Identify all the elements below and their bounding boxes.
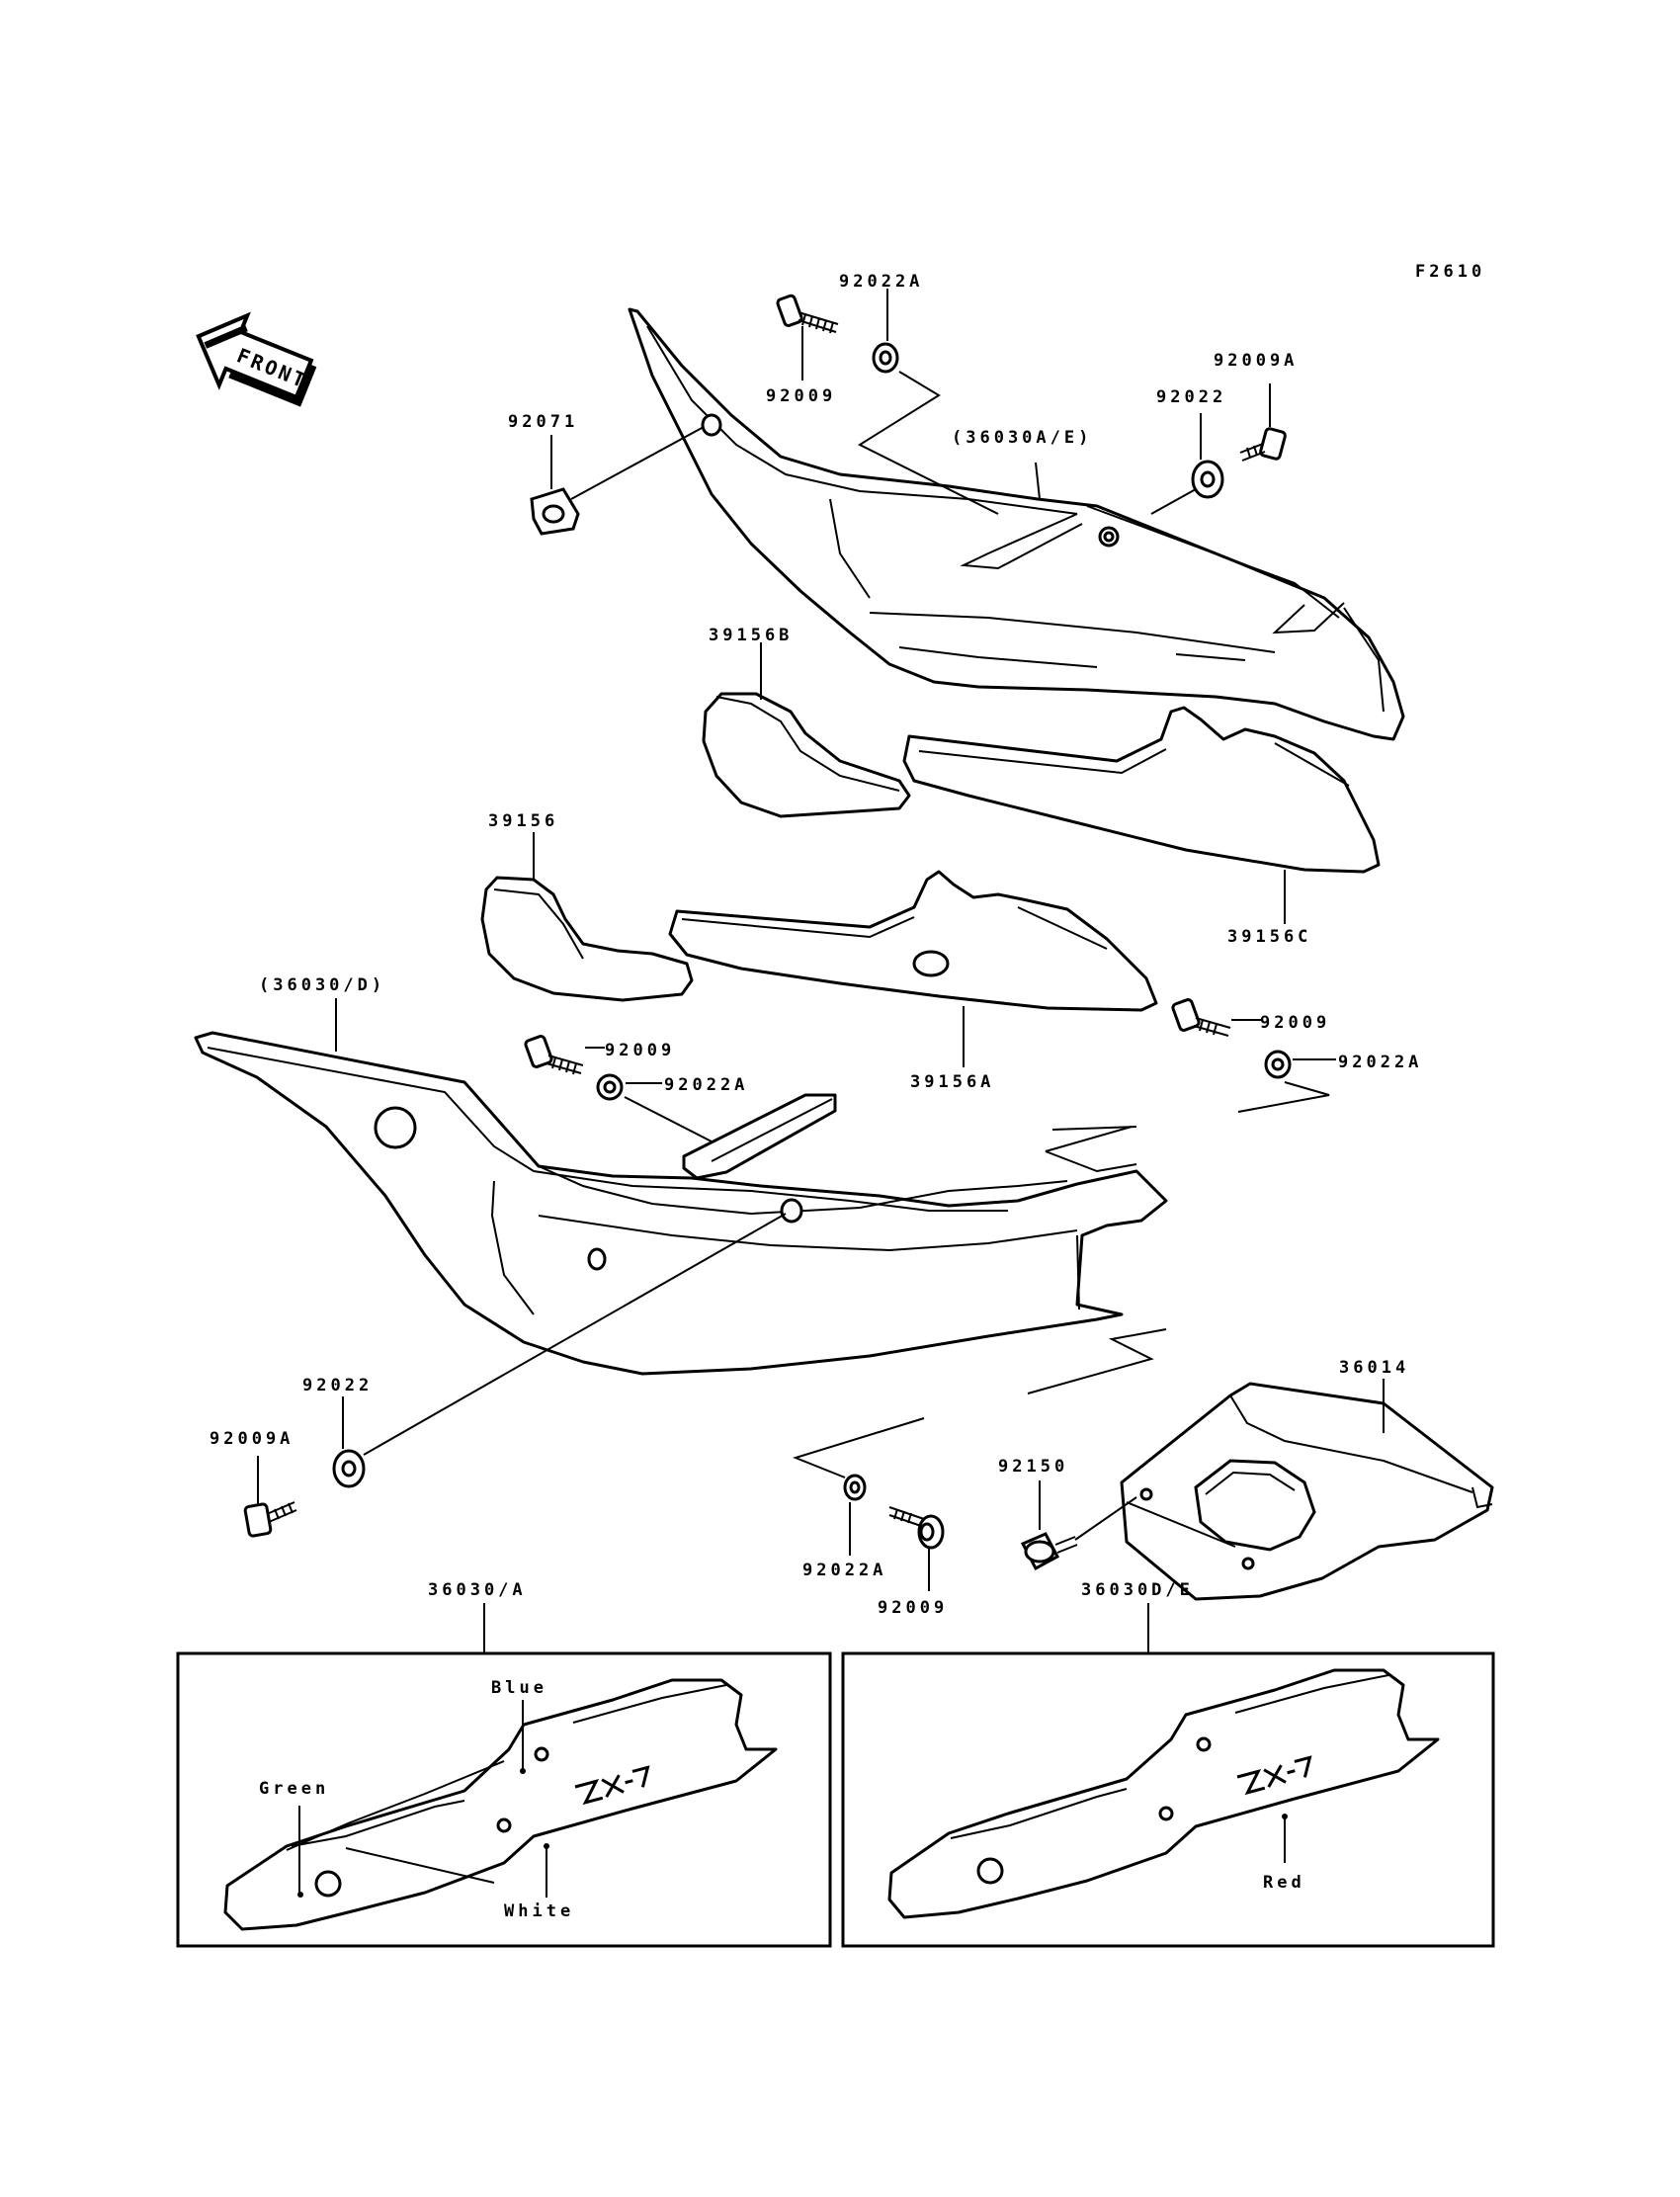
bolt-92009a-low-icon xyxy=(243,1501,297,1538)
callout-92009a-low: 92009A xyxy=(210,1429,294,1449)
inset-36030de xyxy=(841,1651,1495,1948)
pad-39156a xyxy=(668,870,1158,1012)
inset-left-cowl: ZX-7 xyxy=(223,1678,778,1931)
callout-36030d: (36030/D) xyxy=(259,975,385,995)
pad-39156b xyxy=(702,692,911,818)
callout-39156c: 39156C xyxy=(1227,927,1311,947)
washer-92022-top-icon xyxy=(1191,460,1224,499)
seat-cowl-lower xyxy=(194,1031,1168,1376)
grommet-92071-icon xyxy=(530,487,580,536)
washer-92022a-low-icon xyxy=(843,1474,867,1501)
plate-36014 xyxy=(1120,1382,1494,1601)
callout-39156: 39156 xyxy=(488,811,558,831)
pad-39156 xyxy=(480,876,694,1002)
callout-92022a-low: 92022A xyxy=(802,1561,886,1580)
bolt-92150-icon xyxy=(1020,1532,1078,1571)
callout-92009-mid: 92009 xyxy=(605,1041,675,1060)
decal-right-text: ZX-7 xyxy=(1235,1769,1241,1772)
seat-cowl-upper xyxy=(628,307,1405,741)
callout-36030de-box: 36030D/E xyxy=(1081,1580,1194,1600)
pad-39156c xyxy=(902,706,1381,874)
bolt-92009a-top-icon xyxy=(1239,427,1287,462)
callout-92022-low: 92022 xyxy=(302,1376,373,1395)
callout-92009-top: 92009 xyxy=(766,386,836,406)
zx7-decal-left-icon: ZX-7 xyxy=(573,1765,650,1806)
front-arrow-icon: FRONT xyxy=(196,311,317,407)
washer-92022a-top-icon xyxy=(872,342,899,374)
callout-92009-low: 92009 xyxy=(878,1598,948,1618)
bolt-92009-low-icon xyxy=(888,1506,945,1550)
callout-92009a-top: 92009A xyxy=(1214,351,1298,371)
callout-92150: 92150 xyxy=(998,1457,1068,1477)
callout-92071: 92071 xyxy=(508,412,578,432)
decal-left-text: ZX-7 xyxy=(573,1779,579,1782)
bracket-lower xyxy=(682,1093,837,1180)
callout-39156b: 39156B xyxy=(709,626,793,645)
callout-92022-top: 92022 xyxy=(1156,387,1226,407)
callout-92009-right: 92009 xyxy=(1260,1013,1330,1033)
callout-36030ae: (36030A/E) xyxy=(952,428,1092,448)
washer-92022a-right-icon xyxy=(1264,1050,1292,1079)
callout-92022a-right: 92022A xyxy=(1338,1053,1422,1072)
figure-code: F2610 xyxy=(1415,262,1485,282)
callout-39156a: 39156A xyxy=(910,1072,994,1092)
color-white-label: White xyxy=(504,1901,574,1921)
color-blue-label: Blue xyxy=(491,1678,547,1698)
color-green-label: Green xyxy=(259,1779,329,1799)
color-red-label: Red xyxy=(1263,1873,1305,1893)
bolt-92009-top-icon xyxy=(776,294,839,334)
washer-92022-low-icon xyxy=(332,1449,366,1488)
callout-36014: 36014 xyxy=(1339,1358,1409,1378)
callout-92022a-top: 92022A xyxy=(839,272,923,292)
bolt-92009-right-icon xyxy=(1171,998,1231,1037)
inset-right-cowl: ZX-7 xyxy=(887,1668,1440,1919)
washer-92022a-mid-icon xyxy=(596,1073,624,1101)
zx7-decal-right-icon: ZX-7 xyxy=(1235,1755,1312,1796)
callout-92022a-mid: 92022A xyxy=(664,1075,748,1095)
bolt-92009-mid-icon xyxy=(524,1035,584,1075)
callout-36030a-box: 36030/A xyxy=(428,1580,527,1600)
inset-36030a xyxy=(176,1651,832,1948)
